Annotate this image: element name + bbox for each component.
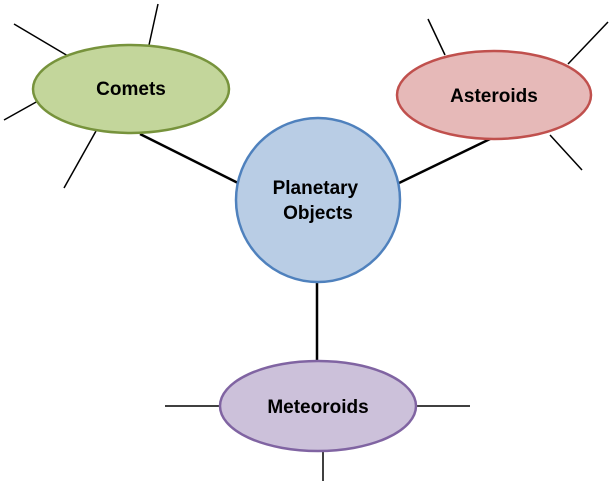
- comets-spoke-bottom-left: [63, 130, 97, 189]
- asteroids-spoke-bottom-right: [549, 134, 583, 171]
- comets-ellipse: [31, 43, 231, 135]
- comets-spoke-top: [148, 3, 159, 46]
- node-planetary-objects: Planetary Objects: [234, 116, 402, 284]
- center-label: Planetary Objects: [273, 178, 364, 224]
- asteroids-label: Asteroids: [450, 86, 538, 107]
- node-meteoroids: Meteoroids: [218, 359, 418, 453]
- node-asteroids: Asteroids: [395, 49, 593, 141]
- node-comets: Comets: [31, 43, 231, 135]
- meteoroids-label: Meteoroids: [267, 397, 368, 418]
- asteroids-spoke-top-left: [427, 18, 446, 56]
- comets-spoke-left: [3, 100, 39, 121]
- comets-label: Comets: [96, 79, 166, 100]
- center-circle: [234, 116, 402, 284]
- connector-comets: [139, 132, 239, 185]
- asteroids-spoke-top-right: [567, 21, 609, 65]
- center-label-line-2: Objects: [283, 203, 353, 224]
- asteroids-ellipse: [395, 49, 593, 141]
- center-label-line-1: Planetary: [273, 178, 359, 199]
- comets-spoke-top-left: [13, 23, 69, 57]
- meteoroids-ellipse: [218, 359, 418, 453]
- connector-asteroids: [398, 137, 491, 185]
